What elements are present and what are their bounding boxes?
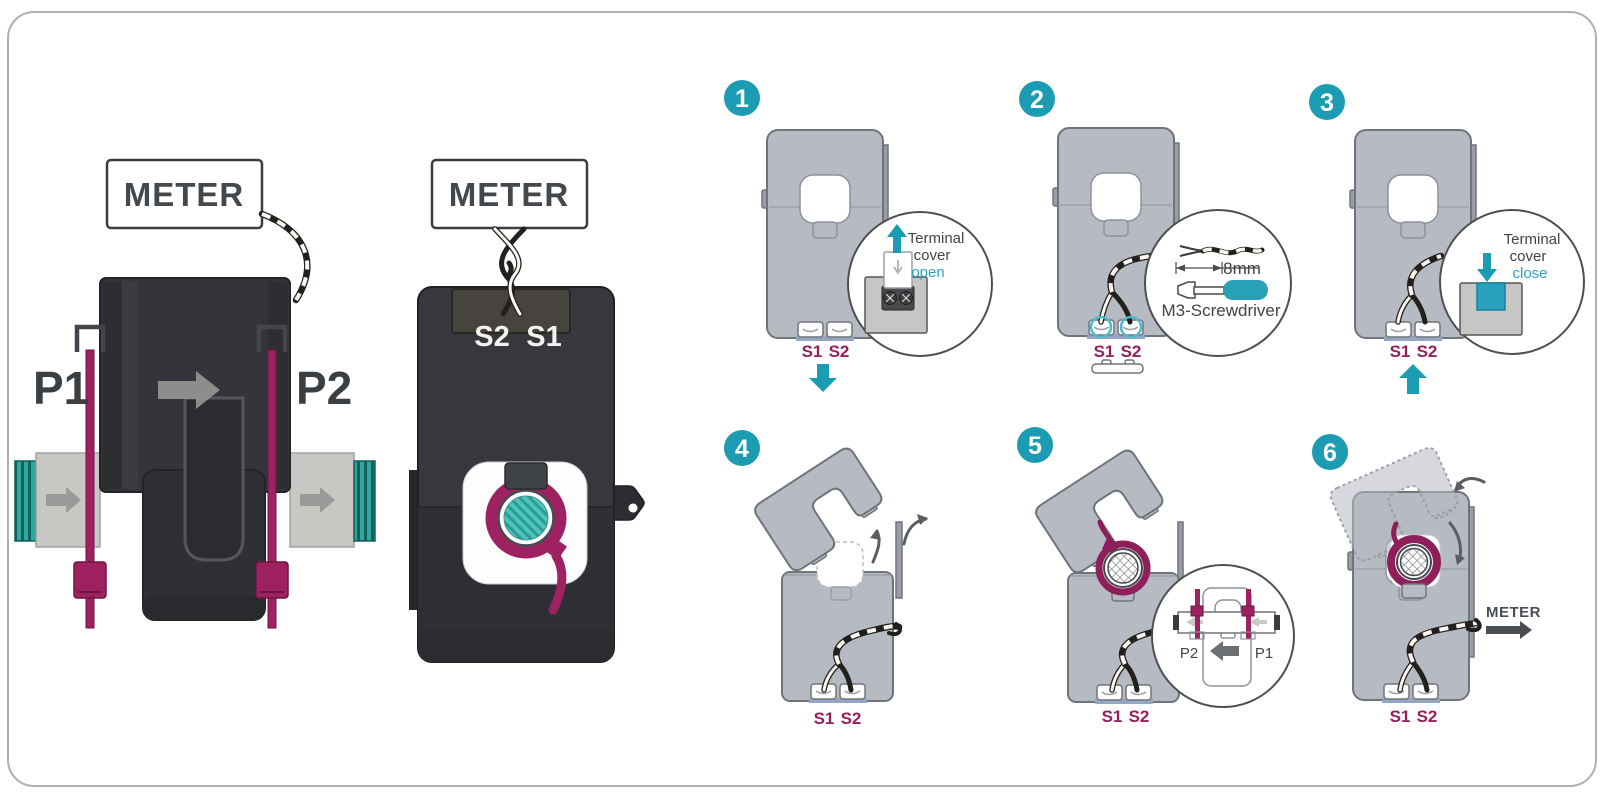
wire-strip-dimension: 8mm xyxy=(1223,259,1261,278)
to-meter-arrow xyxy=(1486,621,1532,639)
step-5-s1-label: S1 xyxy=(1102,707,1123,726)
meter-label-box: METER xyxy=(105,158,264,230)
ct-dark-body-side xyxy=(99,277,291,621)
step-3-wire xyxy=(1395,252,1445,325)
meter-label-2: METER xyxy=(449,176,570,213)
direction-arrow-left xyxy=(1210,641,1239,661)
p1-callout-label: P1 xyxy=(1255,645,1273,662)
meter-label: METER xyxy=(124,176,245,213)
step-4-wire xyxy=(821,622,903,693)
terminal-highlight-circle xyxy=(1119,315,1143,339)
step-6-s1-label: S1 xyxy=(1390,707,1411,726)
step-3-illustration: S1 S2 Terminal cover close xyxy=(1349,129,1585,394)
step-5-callout: P2 P1 xyxy=(1151,564,1295,708)
ct-front-view-illustration: METER S2 S1 xyxy=(409,158,645,663)
ct-window-slot xyxy=(183,396,245,562)
latch-tab xyxy=(504,462,548,490)
conductor-and-cable-tie xyxy=(462,461,588,615)
step-1-s2-label: S2 xyxy=(829,342,850,361)
flow-arrow-on-body xyxy=(158,371,220,409)
step-2-s1-label: S1 xyxy=(1094,342,1115,361)
s1-label-front: S1 xyxy=(526,321,561,353)
p1-label: P1 xyxy=(33,362,89,414)
meter-direction-label: METER xyxy=(1486,604,1541,621)
conductor-with-tie-closed xyxy=(1387,521,1441,599)
step-6-illustration: METER S1 S2 xyxy=(1327,444,1541,726)
step-4-s1-label: S1 xyxy=(814,709,835,728)
terminal-cover-closed xyxy=(1476,282,1506,311)
meter-label-box-2: METER xyxy=(430,158,589,230)
step-6-wire xyxy=(1397,618,1482,693)
meter-wires-twisted xyxy=(492,226,527,317)
arrow-up-icon xyxy=(1399,364,1427,394)
step-6-badge: 6 xyxy=(1312,434,1348,470)
busbar xyxy=(14,452,376,548)
step-1-illustration: S1 S2 Terminal cover open xyxy=(761,129,993,392)
step-5-number: 5 xyxy=(1028,432,1042,460)
step-1-callout-line3: open xyxy=(911,264,944,281)
step-2-callout: 8mm M3-Screwdriver xyxy=(1144,209,1292,357)
step-1-callout: Terminal cover open xyxy=(847,211,993,357)
step-5-wire xyxy=(1109,628,1157,693)
busbar-left-cap xyxy=(14,460,37,542)
step-3-callout: Terminal cover close xyxy=(1439,209,1585,355)
current-direction-arrow-left xyxy=(46,487,81,513)
step-2-illustration: S1 S2 8mm M3-Screwdriver xyxy=(1052,127,1292,374)
step-1-s1-label: S1 xyxy=(802,342,823,361)
arrow-down-icon xyxy=(1477,253,1497,282)
tie-tail xyxy=(1097,519,1118,551)
step-6-s2-label: S2 xyxy=(1417,707,1438,726)
step-2-s2-label: S2 xyxy=(1121,342,1142,361)
tie-tail xyxy=(1391,521,1401,548)
busbar-clips xyxy=(73,324,289,629)
step-2-badge: 2 xyxy=(1019,81,1055,117)
cover-ghost-dashed xyxy=(1329,447,1459,562)
tie-clasp xyxy=(543,536,567,560)
s2-label-front: S2 xyxy=(474,321,509,353)
step-5-s2-label: S2 xyxy=(1129,707,1150,726)
terminal-highlight-circle xyxy=(1089,315,1113,339)
detached-terminal-cover xyxy=(1091,359,1144,374)
conductor-cross-section xyxy=(503,495,549,541)
step-1-callout-line2: cover xyxy=(914,247,951,264)
conductor-with-tie xyxy=(1095,519,1151,596)
step-1-badge: 1 xyxy=(724,80,760,116)
step-3-callout-line3: close xyxy=(1512,265,1547,282)
step-3-s1-label: S1 xyxy=(1390,342,1411,361)
step-4-number: 4 xyxy=(735,435,749,463)
step-3-s2-label: S2 xyxy=(1417,342,1438,361)
step-2-number: 2 xyxy=(1030,86,1044,114)
step-4-badge: 4 xyxy=(724,430,760,466)
arrow-up-icon xyxy=(887,224,907,253)
step-1-number: 1 xyxy=(735,85,749,113)
busbar-right-cap xyxy=(353,460,376,542)
conductor-cross-section xyxy=(1107,552,1139,584)
tool-label: M3-Screwdriver xyxy=(1161,301,1280,320)
step-5-badge: 5 xyxy=(1017,427,1053,463)
step-4-illustration: S1 S2 xyxy=(751,444,928,728)
meter-wire xyxy=(258,210,311,304)
step-6-number: 6 xyxy=(1323,439,1337,467)
step-4-s2-label: S2 xyxy=(841,709,862,728)
conductor-cross-section xyxy=(1399,547,1429,577)
step-3-callout-line2: cover xyxy=(1510,248,1547,265)
mount-tab xyxy=(613,485,645,521)
step-3-number: 3 xyxy=(1320,89,1334,117)
p2-label: P2 xyxy=(296,362,352,414)
step-3-callout-line1: Terminal xyxy=(1504,231,1561,248)
screwdriver-icon xyxy=(1177,280,1268,300)
step-3-badge: 3 xyxy=(1309,84,1345,120)
tie-tail xyxy=(548,551,567,615)
current-direction-arrow-right xyxy=(300,487,335,513)
step-1-callout-line1: Terminal xyxy=(908,230,965,247)
ct-side-view-illustration: METER xyxy=(14,158,376,629)
step-5-illustration: S1 S2 P2 P1 xyxy=(1032,446,1295,726)
p2-callout-label: P2 xyxy=(1180,645,1198,662)
arrow-down-icon xyxy=(809,364,837,392)
